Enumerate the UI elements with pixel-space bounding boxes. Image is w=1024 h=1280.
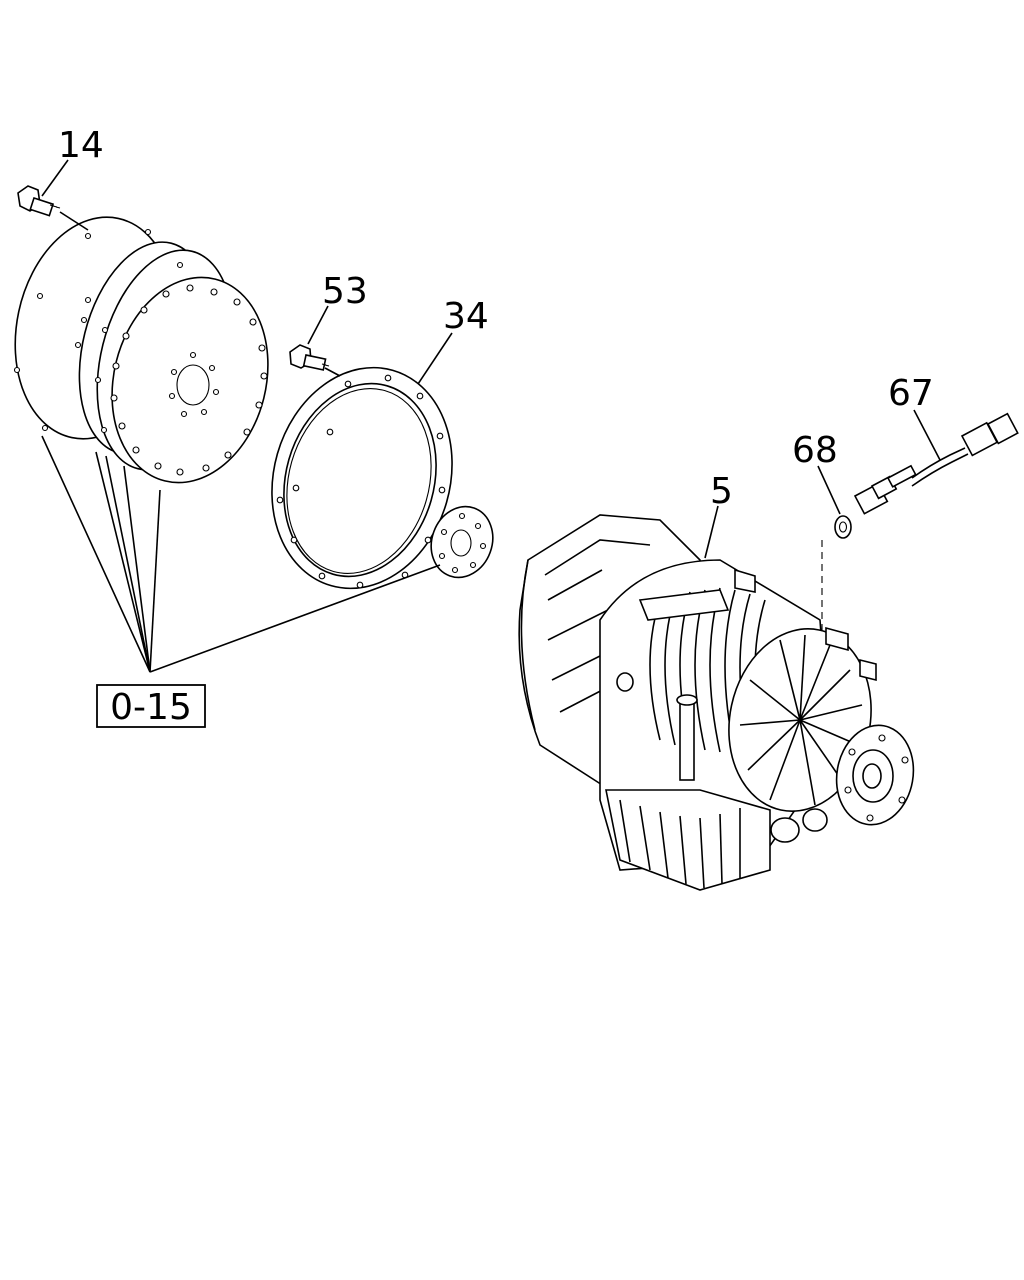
- callout-68: 68: [792, 430, 838, 471]
- flex-plate-assembly[interactable]: [0, 202, 289, 499]
- middle-plate-holes: [74, 261, 184, 434]
- part-34-adapter-ring[interactable]: [247, 346, 478, 610]
- part-5-transmission[interactable]: [518, 514, 921, 891]
- back-plate-holes: [13, 228, 152, 432]
- small-bolt-plate[interactable]: [421, 498, 502, 586]
- callout-53: 53: [322, 271, 368, 312]
- callout-67: 67: [888, 373, 934, 414]
- front-plate-bolt-circle: [110, 284, 268, 476]
- callout-5: 5: [710, 471, 733, 512]
- part-53-bolt[interactable]: [289, 344, 330, 371]
- ring-bolt-holes: [276, 374, 446, 589]
- leader-lines: [41, 159, 941, 673]
- part-14-bolt[interactable]: [17, 185, 61, 217]
- oil-pan-ribs: [619, 799, 741, 889]
- front-plate-hub-holes: [168, 351, 220, 418]
- part-67-speed-sensor[interactable]: [853, 412, 1019, 515]
- callout-14: 14: [58, 125, 104, 166]
- reference-label: 0-15: [110, 687, 192, 728]
- callout-34: 34: [443, 296, 489, 337]
- part-68-washer[interactable]: [834, 515, 852, 539]
- reference-box-0-15[interactable]: 0-15: [96, 684, 206, 728]
